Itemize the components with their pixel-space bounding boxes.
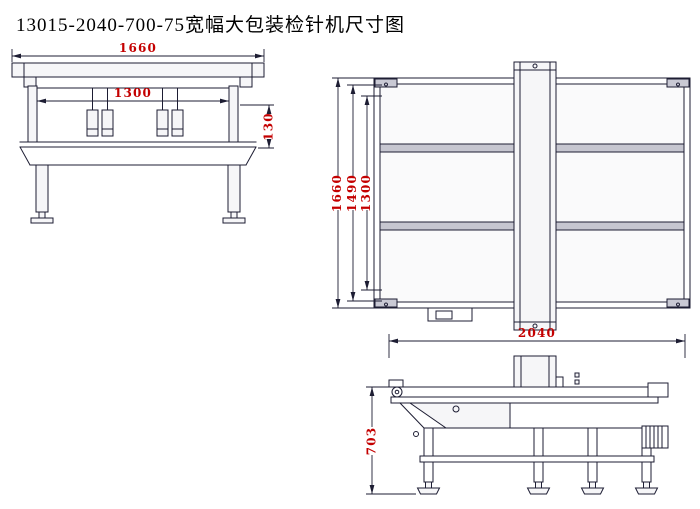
front-dim-1660-text: 1660 <box>119 41 157 55</box>
side-infeed-panel <box>408 402 511 429</box>
side-dim-2040-extension-lines <box>388 334 686 358</box>
plan-detector-bridge <box>513 61 557 331</box>
side-view: 2040 7 <box>365 326 686 495</box>
front-dim-1300-text: 1300 <box>114 86 152 100</box>
side-belt-right-end-box <box>647 382 669 398</box>
plan-dim-1490-text: 1490 <box>345 174 359 212</box>
drawing-title: 13015-2040-700-75宽幅大包装检针机尺寸图 <box>16 15 405 36</box>
side-leg-1 <box>423 427 434 483</box>
probe-head-3 <box>156 109 169 137</box>
side-detector-head <box>513 355 557 388</box>
front-view: 1660 1300 130 <box>11 41 276 224</box>
side-dim-703-text: 703 <box>365 427 379 456</box>
plan-dim-1660-text: 1660 <box>330 174 344 212</box>
probe-head-1 <box>86 109 99 137</box>
plan-control-box-window <box>435 310 453 320</box>
side-motor-fins <box>645 425 663 449</box>
plan-bridge-bolt-bottom <box>532 323 538 329</box>
front-dim-130-text: 130 <box>262 112 276 141</box>
plan-bridge-bolt-top <box>532 63 538 69</box>
side-sensor-mark-2 <box>574 379 580 385</box>
front-left-side-channel <box>27 85 38 143</box>
front-top-beam <box>11 62 265 78</box>
front-adjustable-feet <box>30 211 246 224</box>
plan-view: 1660 1490 1300 <box>330 61 691 331</box>
plan-dim-1300-text: 1300 <box>359 174 373 212</box>
probe-head-4 <box>171 109 184 137</box>
plan-bridge-detail-lines <box>513 61 557 331</box>
side-leg-4 <box>641 447 652 483</box>
side-bolt-detail <box>413 431 419 437</box>
side-body-frame-bar <box>390 396 659 404</box>
side-detector-bracket <box>555 376 564 388</box>
plan-corner-bolts <box>384 82 680 307</box>
probe-head-2 <box>101 109 114 137</box>
front-right-end-block <box>239 76 253 88</box>
side-pulley-axle <box>394 389 400 395</box>
front-left-leg <box>35 164 49 213</box>
front-right-side-channel <box>228 85 239 143</box>
side-dim-2040-text: 2040 <box>518 326 556 340</box>
front-right-leg <box>227 164 241 213</box>
side-belt-left-bracket <box>388 379 404 388</box>
side-leg-brace <box>419 455 655 463</box>
side-belt-pulley <box>391 386 403 398</box>
side-leg-2 <box>533 427 544 483</box>
side-sensor-mark-1 <box>574 372 580 378</box>
plan-dim-1300-extension-lines <box>361 95 382 291</box>
side-leg-3 <box>587 427 598 483</box>
side-belt-lines <box>397 386 653 398</box>
side-detector-head-detail <box>520 355 550 388</box>
front-beam-end-plates <box>23 62 253 78</box>
side-panel-knob <box>452 405 460 413</box>
side-adjustable-feet <box>416 481 659 495</box>
